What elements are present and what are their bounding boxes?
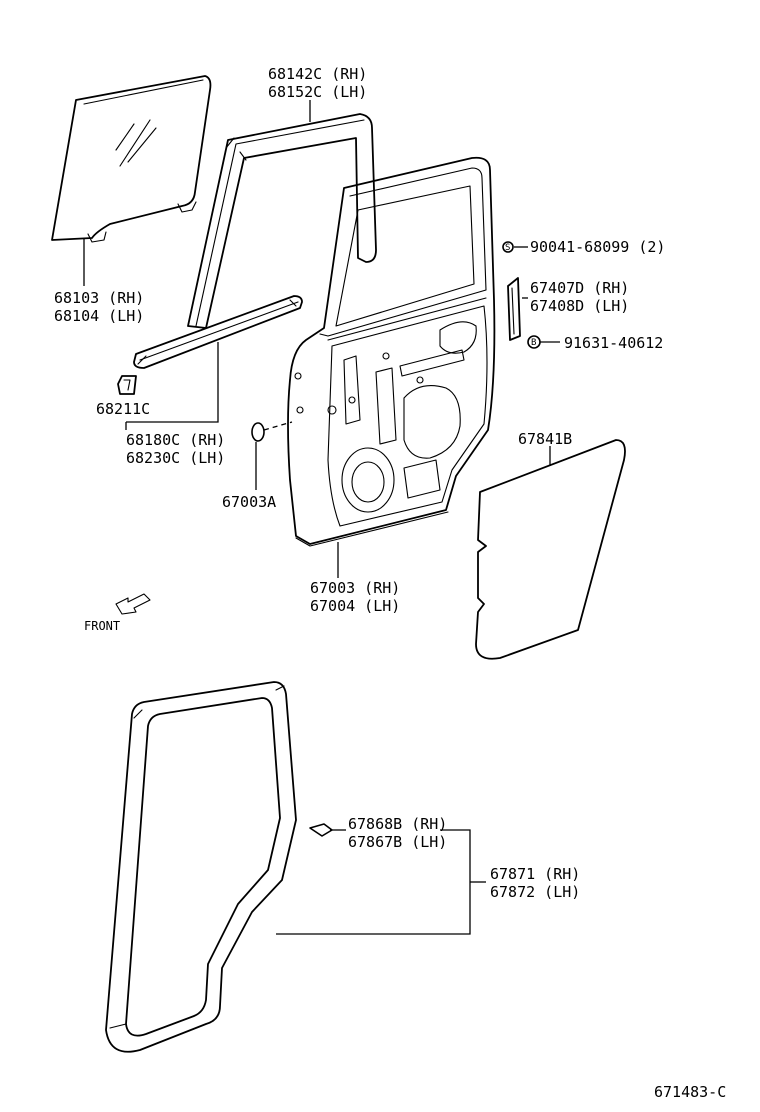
label-67871: 67871 (RH) [490, 865, 580, 883]
nut-symbol-text: B [531, 338, 536, 348]
label-67872: 67872 (LH) [490, 883, 580, 901]
label-67841b: 67841B [518, 430, 572, 448]
label-67868b: 67868B (RH) [348, 815, 447, 833]
frame-molding-part[interactable] [507, 277, 521, 341]
label-67407d: 67407D (RH) [530, 279, 629, 297]
label-68152c: 68152C (LH) [268, 83, 367, 101]
door-panel-part[interactable] [287, 156, 496, 547]
front-direction-arrow [115, 593, 151, 615]
nut-fastener[interactable]: B [527, 335, 541, 349]
label-67867b: 67867B (LH) [348, 833, 447, 851]
label-68230c: 68230C (LH) [126, 449, 225, 467]
label-90041: 90041-68099 (2) [530, 238, 665, 256]
label-68103: 68103 (RH) [54, 289, 144, 307]
label-68104: 68104 (LH) [54, 307, 144, 325]
label-67003: 67003 (RH) [310, 579, 400, 597]
label-67408d: 67408D (LH) [530, 297, 629, 315]
label-68211c: 68211C [96, 400, 150, 418]
label-67003a: 67003A [222, 493, 276, 511]
part-labels: 68103 (RH) 68104 (LH) 68142C (RH) 68152C… [54, 65, 726, 1101]
clip-68211c-part[interactable] [117, 375, 137, 395]
label-91631: 91631-40612 [564, 334, 663, 352]
diagram-number: 671483-C [654, 1083, 726, 1101]
plug-67003a-part[interactable] [251, 421, 293, 442]
door-glass-part[interactable] [51, 75, 212, 243]
weatherstrip-clip-part[interactable] [309, 823, 346, 837]
label-front: FRONT [84, 619, 120, 633]
glass-run-channel-part[interactable] [187, 113, 377, 329]
service-hole-cover-part[interactable] [475, 439, 626, 660]
door-weatherstrip-part[interactable] [105, 681, 297, 1053]
screw-fastener[interactable]: S [502, 241, 514, 253]
label-68142c: 68142C (RH) [268, 65, 367, 83]
screw-symbol-text: S [505, 243, 510, 253]
leader-lines [83, 100, 560, 935]
label-67004: 67004 (LH) [310, 597, 400, 615]
belt-weatherstrip-part[interactable] [133, 295, 303, 369]
label-68180c: 68180C (RH) [126, 431, 225, 449]
